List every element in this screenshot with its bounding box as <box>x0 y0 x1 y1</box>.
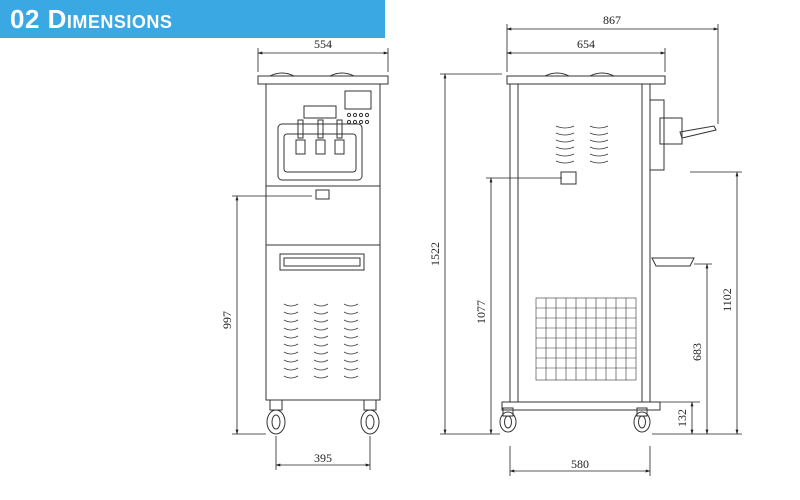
side-top-lid <box>506 75 666 85</box>
side-tray-knob <box>560 171 577 185</box>
front-dispensing-head <box>277 123 363 181</box>
dim-wheel-base: 395 <box>314 451 332 465</box>
dim-base-depth: 580 <box>571 457 589 471</box>
front-vent-slots <box>283 303 359 379</box>
dim-overall-depth: 867 <box>603 13 621 27</box>
section-title: 02 Dimensions <box>10 4 173 34</box>
side-dimensions <box>440 24 742 476</box>
front-hopper-lids <box>269 72 355 77</box>
front-display <box>344 90 372 110</box>
front-control-buttons <box>346 112 370 125</box>
front-lever-housing <box>303 105 337 119</box>
dim-overall-height: 1522 <box>428 242 442 266</box>
side-cone-holder <box>651 257 695 267</box>
dim-height-to-tray: 997 <box>220 311 234 329</box>
side-body <box>509 83 651 403</box>
front-wheels <box>266 399 380 435</box>
front-drip-tray <box>279 253 365 271</box>
dim-wheel-height: 132 <box>675 409 689 427</box>
front-tray-knob <box>315 189 330 200</box>
dim-height-to-panel: 1077 <box>474 300 488 324</box>
front-body <box>265 83 381 401</box>
front-view <box>257 72 389 435</box>
side-vent-slots <box>555 125 609 164</box>
dim-body-depth: 654 <box>577 37 595 51</box>
side-view <box>499 72 717 433</box>
front-dispensing-levers <box>295 119 345 155</box>
side-hopper-lids <box>544 72 615 77</box>
side-dispensing-head <box>649 99 717 171</box>
side-base <box>501 401 661 411</box>
front-top-lid <box>257 75 389 85</box>
dim-front-width: 554 <box>314 37 332 51</box>
side-grille <box>535 297 637 381</box>
side-dispensing-handle <box>679 125 717 139</box>
side-wheels <box>499 407 651 433</box>
section-banner: 02 Dimensions <box>0 0 385 38</box>
front-dimensions <box>232 48 389 470</box>
dim-height-to-cone-holder: 683 <box>690 343 704 361</box>
dim-height-to-handle: 1102 <box>720 288 734 312</box>
